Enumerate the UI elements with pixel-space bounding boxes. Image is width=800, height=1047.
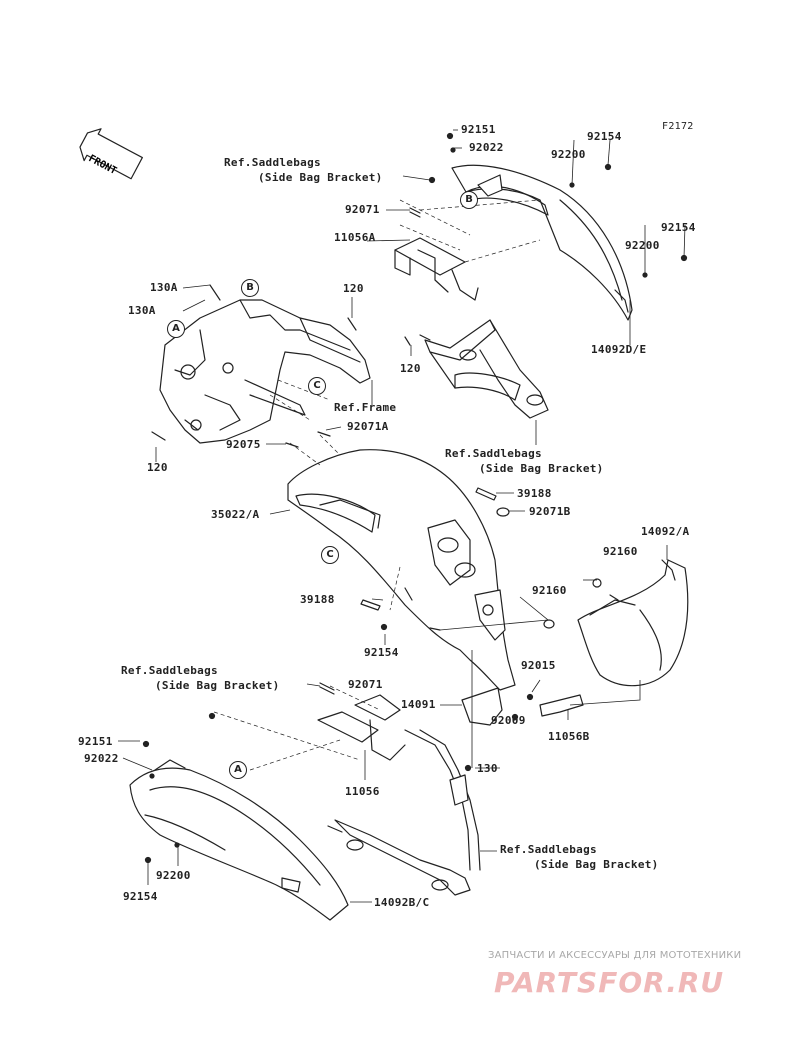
part-label: 92200 [156,869,191,882]
front-arrow-icon [79,128,143,180]
part-label: 92160 [603,545,638,558]
reference-label: (Side Bag Bracket) [479,462,604,475]
part-label: 92071A [347,420,389,433]
callout-a: A [167,320,185,338]
reference-label: (Side Bag Bracket) [155,679,280,692]
reference-label: Ref.Saddlebags [445,447,542,460]
watermark-logo: PARTSFOR.RU [494,966,725,999]
part-label: 35022/A [211,508,260,521]
part-label: 92075 [226,438,261,451]
diagram-code: F2172 [662,121,694,132]
reference-label: Ref.Frame [334,401,397,414]
reference-label: Ref.Saddlebags [224,156,321,169]
lower-side-bag-bracket [334,819,471,896]
part-label: 92151 [78,735,113,748]
part-label: 92071B [529,505,571,518]
part-label: 92022 [469,141,504,154]
part-label: 14092D/E [591,343,647,356]
lower-fender-14092BC [129,767,349,921]
part-label: 120 [343,282,364,295]
part-label: 92154 [123,890,158,903]
reference-label: (Side Bag Bracket) [258,171,383,184]
part-label: 11056A [334,231,376,244]
callout-a: A [229,761,247,779]
part-label: 92154 [587,130,622,143]
side-cover-14092A [577,559,689,687]
part-label: 11056B [548,730,590,743]
lower-bracket-11056 [317,711,379,743]
part-label: 92200 [625,239,660,252]
part-label: 92154 [364,646,399,659]
upper-fender-part [451,164,633,321]
part-label: 92160 [532,584,567,597]
rear-fender-35022 [287,449,516,691]
part-label: 92151 [461,123,496,136]
reference-label: Ref.Saddlebags [121,664,218,677]
part-label: 11056 [345,785,380,798]
part-label: 120 [147,461,168,474]
part-label: 92015 [521,659,556,672]
part-label: 14091 [401,698,436,711]
callout-b: B [241,279,259,297]
part-label: 39188 [300,593,335,606]
part-label: 39188 [517,487,552,500]
part-label: 92071 [348,678,383,691]
part-label: 130A [128,304,156,317]
callout-c: C [308,377,326,395]
part-label: 14092/A [641,525,690,538]
upper-bracket-11056A [394,237,466,276]
part-label: 92009 [491,714,526,727]
callout-b: B [460,191,478,209]
part-label: 92022 [84,752,119,765]
part-label: 92200 [551,148,586,161]
reference-label: Ref.Saddlebags [500,843,597,856]
reference-label: (Side Bag Bracket) [534,858,659,871]
watermark-tagline: ЗАПЧАСТИ И АКСЕССУАРЫ ДЛЯ МОТОТЕХНИКИ [488,950,742,961]
fender-mount-frame [159,299,371,444]
part-label: 14092B/C [374,896,430,909]
part-label: 92071 [345,203,380,216]
part-label: 92154 [661,221,696,234]
part-label: 120 [400,362,421,375]
part-label: 130A [150,281,178,294]
part-label: 130 [477,762,498,775]
callout-c: C [321,546,339,564]
